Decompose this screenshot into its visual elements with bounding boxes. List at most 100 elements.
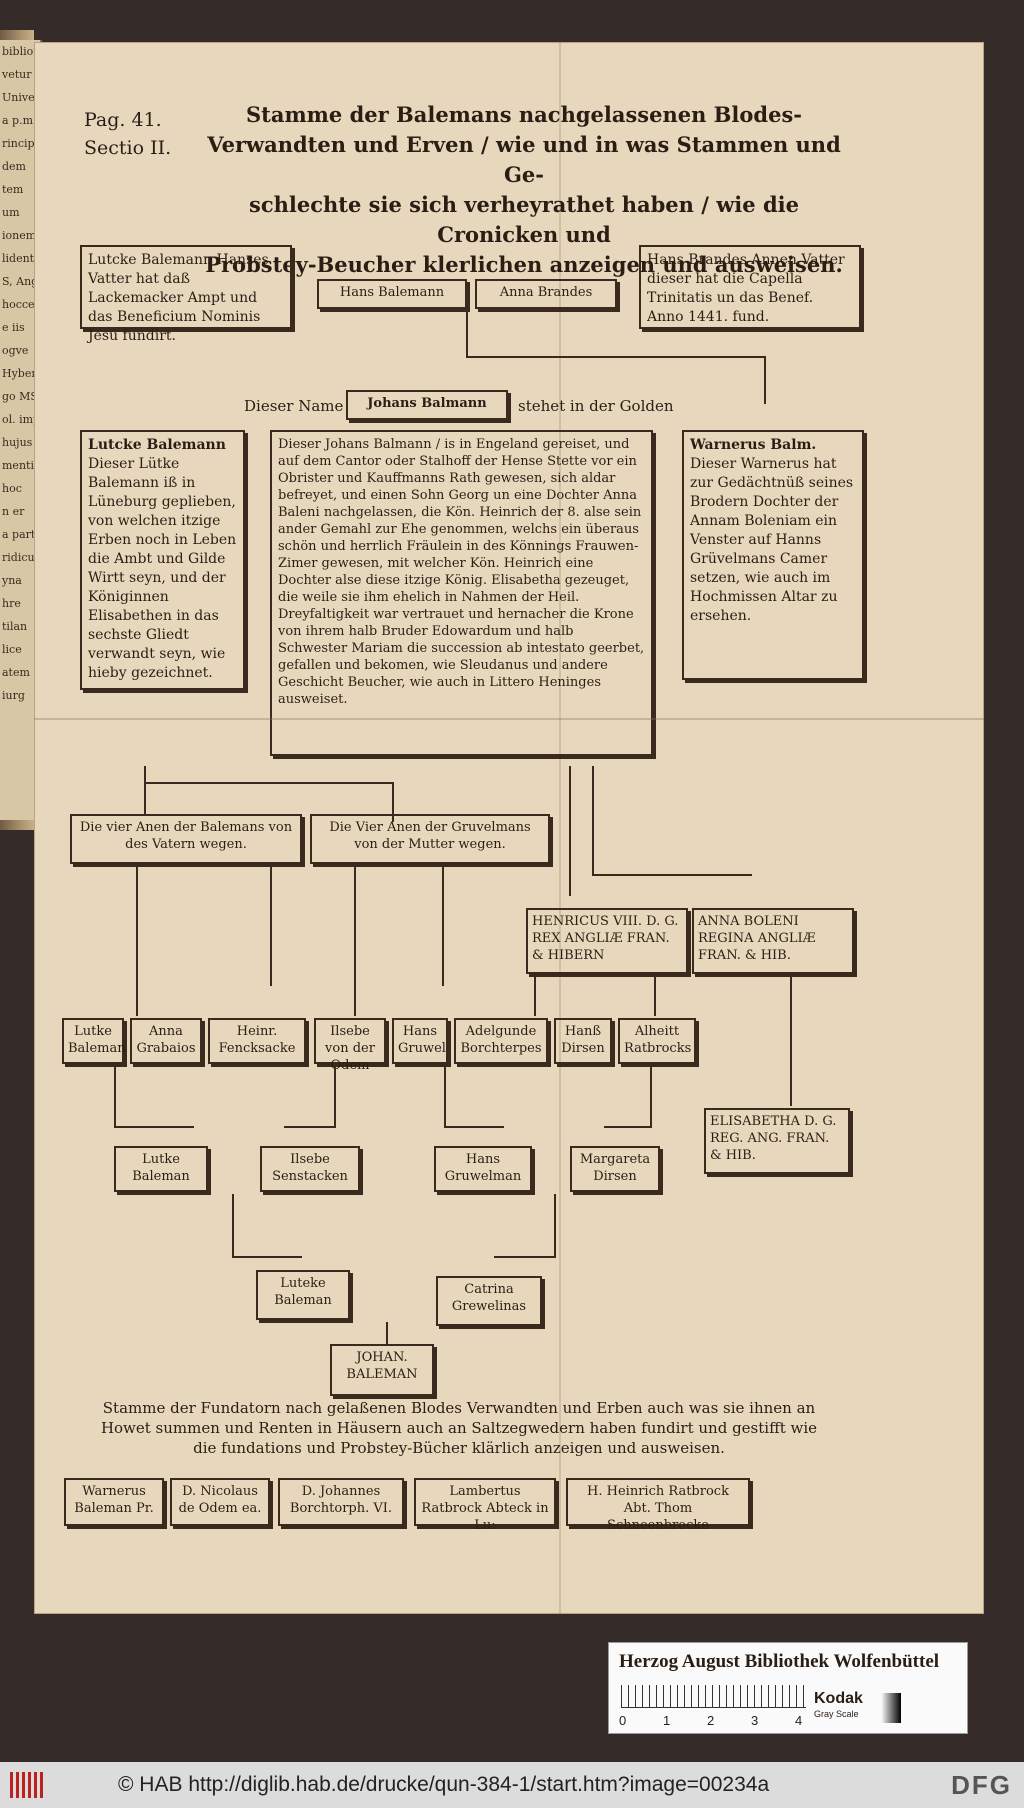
connector bbox=[569, 766, 571, 896]
parent-box: Luteke Baleman bbox=[256, 1270, 350, 1320]
spine-text-fragment: bibliot bbox=[2, 45, 38, 58]
fundator-box: Lambertus Ratbrock Abteck in Lu: bbox=[414, 1478, 556, 1533]
document-sheet: Pag. 41. Sectio II. Stamme der Balemans … bbox=[34, 42, 984, 1614]
connector bbox=[466, 310, 468, 358]
spine-text-fragment: ol. imp bbox=[2, 413, 41, 426]
page-header: Pag. 41. Sectio II. bbox=[84, 106, 171, 162]
spine-text-fragment: ogve bbox=[2, 344, 29, 357]
johans-balmann-box: Johans Balmann bbox=[346, 390, 508, 420]
connector bbox=[654, 976, 656, 1016]
spine-text-fragment: n er bbox=[2, 505, 25, 518]
spine-text-fragment: hocce bbox=[2, 298, 35, 311]
connector bbox=[494, 1256, 556, 1258]
title-line: schlechte sie sich verheyrathet haben / … bbox=[249, 192, 799, 247]
name-line-left: Dieser Name bbox=[244, 397, 344, 415]
spine-text-fragment: tilan bbox=[2, 620, 28, 633]
fundator-box: D. Nicolaus de Odem ea. bbox=[170, 1478, 270, 1526]
spine-text-fragment: um bbox=[2, 206, 20, 219]
vier-anen-mutter-box: Die Vier Anen der Gruvelmans von der Mut… bbox=[310, 814, 550, 864]
ancestor-box: Heinr. Fencksacke bbox=[208, 1018, 306, 1064]
connector bbox=[534, 976, 536, 1016]
connector bbox=[442, 866, 444, 986]
spine-text-fragment: lice bbox=[2, 643, 22, 656]
connector bbox=[144, 766, 146, 816]
fold-line bbox=[559, 42, 561, 1614]
grandparent-box: Hans Gruwelman bbox=[434, 1146, 532, 1192]
spine-text-fragment: a p.m. bbox=[2, 114, 37, 127]
lutcke-top-box: Lutcke Balemann Hanses Vatter hat daß La… bbox=[80, 245, 292, 344]
connector bbox=[114, 1066, 116, 1128]
grandparent-box: Lutke Baleman bbox=[114, 1146, 208, 1192]
connector bbox=[592, 874, 752, 876]
connector bbox=[334, 1066, 336, 1128]
scale-number: 2 bbox=[707, 1713, 715, 1728]
connector bbox=[466, 356, 766, 358]
section-label: Sectio II. bbox=[84, 137, 172, 159]
connector bbox=[554, 1194, 556, 1258]
hab-logo-icon bbox=[10, 1772, 46, 1798]
ancestor-box: Anna Grabaios bbox=[130, 1018, 202, 1064]
spine-text-fragment: tem bbox=[2, 183, 24, 196]
fundator-box: Warnerus Baleman Pr. bbox=[64, 1478, 164, 1526]
ancestor-box: Ilsebe von der Odem bbox=[314, 1018, 386, 1073]
box-heading: Warnerus Balm. bbox=[690, 437, 817, 453]
library-name: Herzog August Bibliothek Wolfenbüttel bbox=[619, 1651, 940, 1672]
kodak-logo: Kodak bbox=[814, 1690, 863, 1707]
connector bbox=[284, 1126, 336, 1128]
gray-patch bbox=[881, 1693, 901, 1723]
dfg-logo: DFG bbox=[951, 1770, 1012, 1800]
title-line: Probstey-Beucher klerlichen anzeigen und… bbox=[205, 252, 843, 277]
connector bbox=[592, 766, 594, 876]
spine-text-fragment: Univers bbox=[2, 91, 42, 104]
box-heading: Lutcke Balemann bbox=[88, 437, 226, 453]
spine-text-fragment: yna bbox=[2, 574, 22, 587]
scale-number: 1 bbox=[663, 1713, 671, 1728]
johans-balmann-description: Dieser Johans Balmann / is in Engeland g… bbox=[270, 430, 653, 756]
spine-text-fragment: atem bbox=[2, 666, 30, 679]
box-text: Dieser Warnerus hat zur Gedächtnüß seine… bbox=[690, 456, 854, 624]
connector bbox=[136, 866, 138, 1016]
connector bbox=[386, 1322, 388, 1346]
scale-number: 4 bbox=[795, 1713, 803, 1728]
connector bbox=[114, 1126, 194, 1128]
spine-text-fragment: S, Ang bbox=[2, 275, 39, 288]
ancestor-box: Lutke Baleman bbox=[62, 1018, 126, 1064]
warnerus-box: Warnerus Balm. Dieser Warnerus hat zur G… bbox=[682, 430, 864, 680]
spine-text-fragment: ionem bbox=[2, 229, 37, 242]
footer-bar: © HAB http://diglib.hab.de/drucke/qun-38… bbox=[0, 1762, 1024, 1808]
johan-baleman-box: JOHAN. BALEMAN bbox=[330, 1344, 434, 1396]
grandparent-box: Ilsebe Senstacken bbox=[260, 1146, 360, 1192]
connector bbox=[650, 1066, 652, 1128]
document-title: Stamme der Balemans nachgelassenen Blode… bbox=[204, 100, 844, 280]
fundator-box: D. Johannes Borchtorph. VI. bbox=[278, 1478, 404, 1526]
anna-brandes-box: Anna Brandes bbox=[475, 279, 617, 309]
anna-boleni-box: ANNA BOLENI REGINA ANGLIÆ FRAN. & HIB. bbox=[692, 908, 854, 974]
spine-text-fragment: vetur bbox=[2, 68, 32, 81]
henricus-box: HENRICUS VIII. D. G. REX ANGLIÆ FRAN. & … bbox=[526, 908, 688, 974]
connector bbox=[144, 782, 394, 784]
box-text: Dieser Lütke Balemann iß in Lüneburg gep… bbox=[88, 456, 237, 681]
connector bbox=[354, 866, 356, 1016]
source-url-link[interactable]: © HAB http://diglib.hab.de/drucke/qun-38… bbox=[118, 1773, 770, 1796]
connector bbox=[444, 1126, 504, 1128]
scale-number: 0 bbox=[619, 1713, 627, 1728]
hans-balemann-box: Hans Balemann bbox=[317, 279, 467, 309]
ruler-scale bbox=[621, 1685, 806, 1708]
name-line-right: stehet in der Golden bbox=[518, 397, 674, 415]
connector bbox=[232, 1194, 234, 1258]
spine-text-fragment: hujus bbox=[2, 436, 33, 449]
lutcke-balemann-box: Lutcke Balemann Dieser Lütke Balemann iß… bbox=[80, 430, 245, 690]
title-line: Stamme der Balemans nachgelassenen Blode… bbox=[245, 102, 803, 127]
gray-scale-label: Gray Scale bbox=[814, 1709, 859, 1719]
connector bbox=[764, 356, 766, 404]
connector bbox=[604, 1126, 652, 1128]
spine-text-fragment: a parte bbox=[2, 528, 42, 541]
spine-text-fragment: rincip bbox=[2, 137, 35, 150]
connector bbox=[444, 1066, 446, 1128]
page-number: Pag. 41. bbox=[84, 109, 162, 131]
connector bbox=[392, 782, 394, 822]
spine-text-fragment: dem bbox=[2, 160, 26, 173]
fundator-box: H. Heinrich Ratbrock Abt. Thom Schneenbr… bbox=[566, 1478, 750, 1533]
connector bbox=[270, 866, 272, 986]
vier-anen-vater-box: Die vier Anen der Balemans von des Vater… bbox=[70, 814, 302, 864]
